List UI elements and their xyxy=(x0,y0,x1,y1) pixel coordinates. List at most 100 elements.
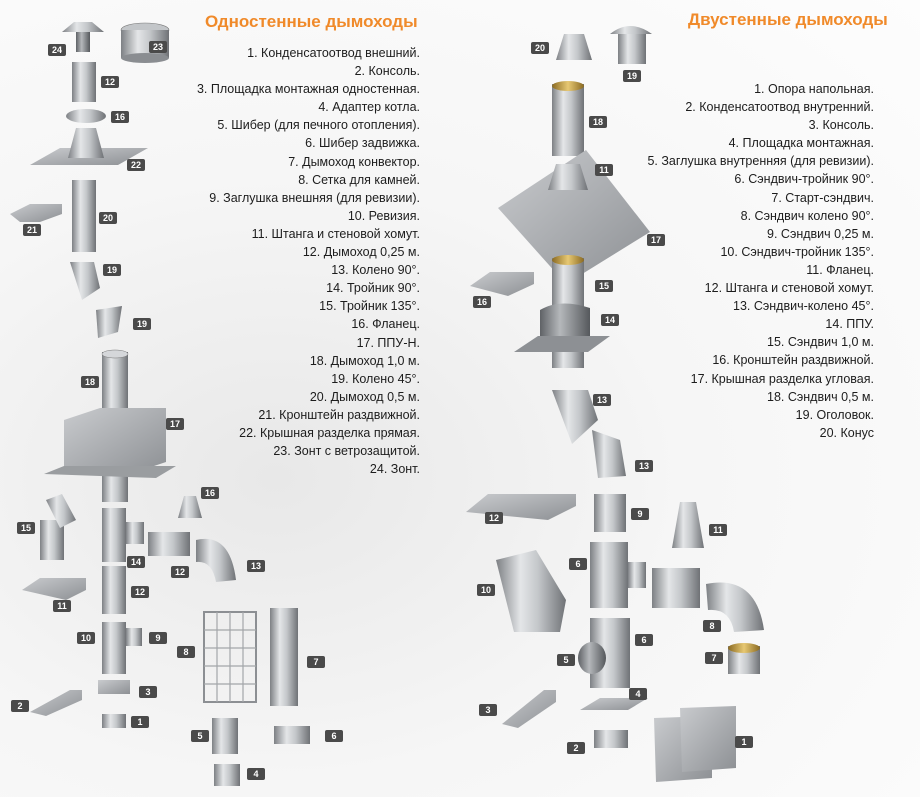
legend-item: 14. ППУ. xyxy=(825,317,874,332)
part-badge-number: 19 xyxy=(107,265,117,275)
part-badge: 14 xyxy=(601,314,619,326)
part-badge: 12 xyxy=(171,566,189,578)
part-badge: 16 xyxy=(111,111,129,123)
part-badge: 19 xyxy=(103,264,121,276)
part-convector xyxy=(270,608,298,706)
part-badge-box xyxy=(473,296,491,308)
part-badge-number: 15 xyxy=(599,281,609,291)
part-badge: 9 xyxy=(631,508,649,520)
part-badge-number: 5 xyxy=(197,731,202,741)
part-badge-box xyxy=(557,654,575,666)
part-badge-number: 14 xyxy=(605,315,615,325)
part-badge-box xyxy=(647,234,665,246)
part-badge: 1 xyxy=(131,716,149,728)
legend-item: 17. Крышная разделка угловая. xyxy=(690,371,874,386)
legend-item: 16. Фланец. xyxy=(351,317,420,332)
part-badge: 20 xyxy=(531,42,549,54)
right-parts xyxy=(466,26,764,782)
part-badge: 4 xyxy=(247,768,265,780)
part-badge-box xyxy=(23,224,41,236)
part-badge-box xyxy=(127,159,145,171)
left-title: Одностенные дымоходы xyxy=(205,12,418,31)
part-revision-cap xyxy=(126,628,142,646)
part-badge: 7 xyxy=(705,652,723,664)
part-badge-box xyxy=(201,487,219,499)
part-badge-number: 11 xyxy=(713,525,723,535)
legend-item: 5. Заглушка внутренняя (для ревизии). xyxy=(647,154,874,169)
part-badge-box xyxy=(325,730,343,742)
legend-item: 12. Штанга и стеновой хомут. xyxy=(704,281,874,296)
part-head xyxy=(610,26,652,34)
part-pipe-025 xyxy=(72,62,96,102)
part-badge-number: 4 xyxy=(635,689,640,699)
part-badge-box xyxy=(131,716,149,728)
legend-item: 7. Дымоход конвектор. xyxy=(288,154,420,169)
part-sandwich-tee-135 xyxy=(496,550,566,632)
part-ppu-base-r xyxy=(514,336,610,352)
part-badge-number: 3 xyxy=(145,687,150,697)
part-badge: 15 xyxy=(595,280,613,292)
part-badge: 17 xyxy=(166,418,184,430)
part-ppu-box xyxy=(64,408,166,474)
part-badge-box xyxy=(477,584,495,596)
part-badge-number: 14 xyxy=(131,557,141,567)
part-badge-box xyxy=(595,164,613,176)
part-badge: 24 xyxy=(48,44,66,56)
part-badge: 10 xyxy=(477,584,495,596)
legend-item: 14. Тройник 90°. xyxy=(326,281,420,296)
part-badge-box xyxy=(139,686,157,698)
part-pipe-025-h xyxy=(148,532,190,556)
part-badge-number: 10 xyxy=(81,633,91,643)
part-console-3 xyxy=(502,690,556,728)
part-rod-11 xyxy=(22,578,86,600)
part-badge: 12 xyxy=(131,586,149,598)
part-badge: 14 xyxy=(127,556,145,568)
part-badge: 6 xyxy=(325,730,343,742)
right-title: Двустенные дымоходы xyxy=(688,10,888,29)
part-badge-box xyxy=(166,418,184,430)
part-badge-box xyxy=(629,688,647,700)
part-badge: 13 xyxy=(635,460,653,472)
part-badge-box xyxy=(53,600,71,612)
part-badge-number: 13 xyxy=(251,561,261,571)
part-badge-box xyxy=(177,646,195,658)
legend-item: 6. Сэндвич-тройник 90°. xyxy=(734,172,874,187)
part-badge: 15 xyxy=(17,522,35,534)
part-badge-box xyxy=(191,730,209,742)
part-flange-11b xyxy=(672,502,704,548)
part-badge-number: 19 xyxy=(137,319,147,329)
part-badge-box xyxy=(623,70,641,82)
part-badge-number: 6 xyxy=(331,731,336,741)
part-badge-box xyxy=(531,42,549,54)
part-badge-number: 12 xyxy=(135,587,145,597)
part-ppu xyxy=(540,303,590,346)
part-badge-box xyxy=(247,560,265,572)
part-badge: 22 xyxy=(127,159,145,171)
part-console-2 xyxy=(30,690,82,716)
part-cone xyxy=(556,34,592,60)
part-badge-box xyxy=(307,656,325,668)
part-badge-number: 17 xyxy=(651,235,661,245)
part-badge-box xyxy=(635,460,653,472)
legend-item: 3. Консоль. xyxy=(808,118,874,133)
legend-item: 8. Сэндвич колено 90°. xyxy=(740,208,874,223)
part-badge-number: 11 xyxy=(57,601,67,611)
part-badge-number: 17 xyxy=(170,419,180,429)
part-badge: 8 xyxy=(703,620,721,632)
part-tee-90-main xyxy=(102,508,126,562)
part-badge-box xyxy=(17,522,35,534)
part-badge-box xyxy=(479,704,497,716)
part-badge-number: 11 xyxy=(599,165,609,175)
legend-item: 9. Заглушка внешняя (для ревизии). xyxy=(209,190,420,205)
part-badge-number: 8 xyxy=(183,647,188,657)
part-sandwich-05 xyxy=(552,84,584,156)
part-pipe-025-b xyxy=(102,566,126,614)
part-badge: 3 xyxy=(479,704,497,716)
part-badge-box xyxy=(171,566,189,578)
part-badge-box xyxy=(595,280,613,292)
legend-item: 18. Дымоход 1,0 м. xyxy=(309,353,420,368)
part-badge: 19 xyxy=(133,318,151,330)
part-badge: 13 xyxy=(247,560,265,572)
part-badge-box xyxy=(103,264,121,276)
